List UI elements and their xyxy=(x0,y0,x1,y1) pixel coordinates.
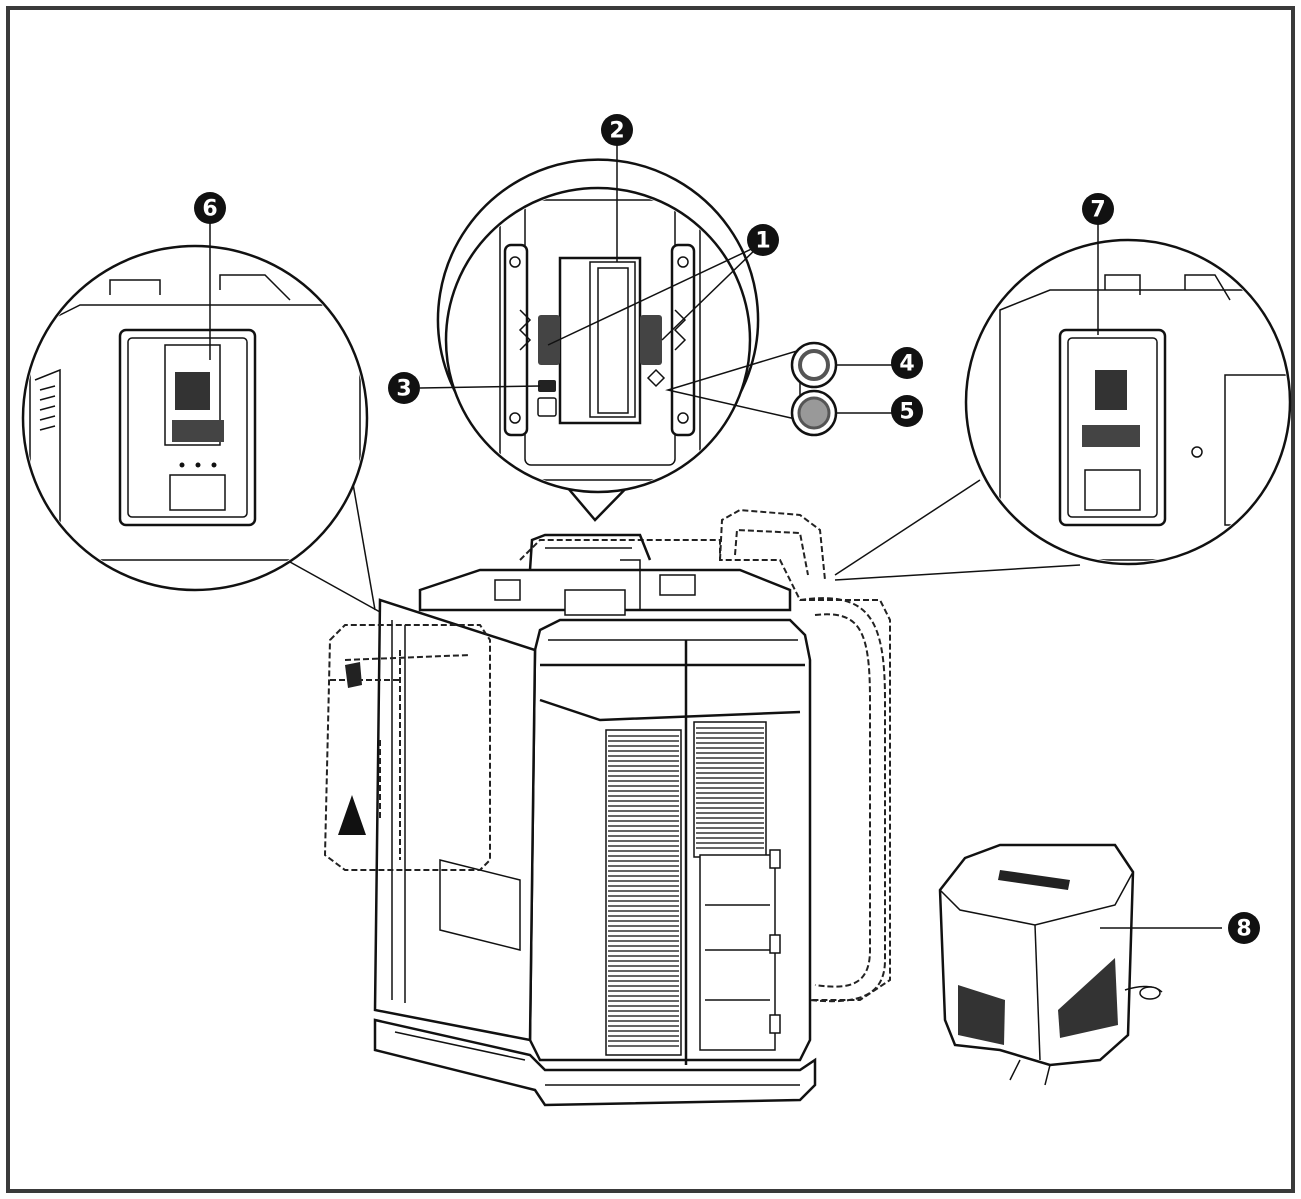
callout-4-label: 4 xyxy=(899,352,914,377)
callout-6: 6 xyxy=(194,192,226,224)
accessory-cover xyxy=(938,843,1222,1086)
indicator-light-dark-icon xyxy=(797,396,831,430)
usb-port xyxy=(538,380,556,392)
callout-7-label: 7 xyxy=(1090,198,1105,223)
callout-2: 2 xyxy=(601,114,633,146)
callout-4: 4 xyxy=(891,347,923,379)
callout-2-label: 2 xyxy=(609,119,624,144)
front-vent-right xyxy=(696,727,764,849)
zoom-right-panel xyxy=(834,222,1292,581)
callout-1: 1 xyxy=(747,224,779,256)
callout-6-label: 6 xyxy=(202,197,217,222)
zoom-top-panel xyxy=(419,140,892,522)
callout-7: 7 xyxy=(1082,193,1114,225)
warning-triangle-icon xyxy=(338,795,366,835)
release-latch-right xyxy=(640,315,662,365)
release-latch-left xyxy=(538,315,560,365)
callout-3: 3 xyxy=(388,372,420,404)
figure-border xyxy=(6,6,1295,1193)
callout-8: 8 xyxy=(1228,912,1260,944)
callout-8-label: 8 xyxy=(1236,917,1251,942)
indicator-light-icon xyxy=(798,349,830,381)
callout-5-label: 5 xyxy=(899,400,914,425)
zoom-left-panel xyxy=(21,220,381,613)
front-vent-left xyxy=(608,735,679,1047)
callout-5: 5 xyxy=(891,395,923,427)
callout-3-label: 3 xyxy=(396,377,411,402)
callout-1-label: 1 xyxy=(755,229,770,254)
main-unit xyxy=(323,508,891,1107)
